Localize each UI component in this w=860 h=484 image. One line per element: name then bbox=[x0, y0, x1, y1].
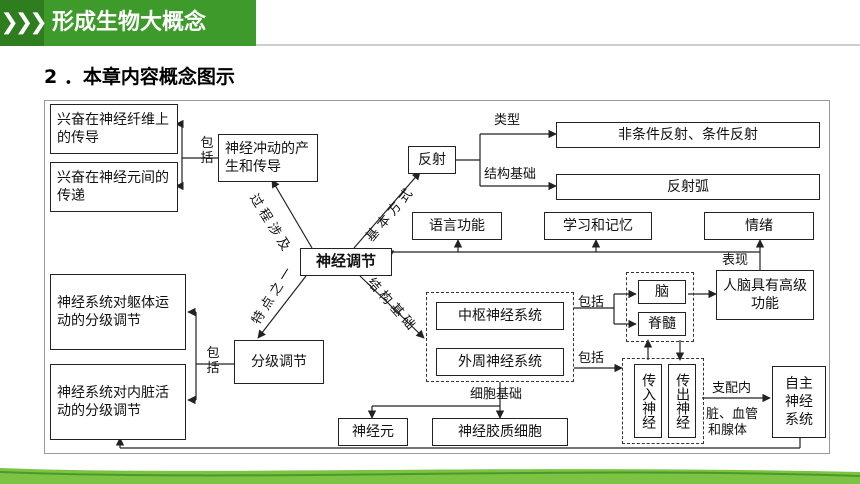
label-include-left: 包括 bbox=[206, 346, 220, 376]
node-center: 神经调节 bbox=[300, 248, 392, 276]
node-glia: 神经胶质细胞 bbox=[432, 418, 568, 446]
label-include-top: 包括 bbox=[200, 136, 214, 166]
label-manifest: 表现 bbox=[722, 253, 749, 268]
node-grading: 分级调节 bbox=[234, 340, 324, 384]
diagram-frame bbox=[44, 100, 830, 454]
pns-parts-group bbox=[622, 358, 704, 444]
label-include-cns: 包括 bbox=[578, 295, 605, 310]
node-neuron-transfer: 兴奋在神经元间的传递 bbox=[50, 162, 178, 212]
page-subtitle: 2 ．本章内容概念图示 bbox=[44, 66, 235, 88]
cns-parts-group bbox=[626, 272, 694, 342]
node-language: 语言功能 bbox=[412, 212, 502, 240]
header-bar: ❯❯❯ 形成生物大概念 bbox=[0, 0, 256, 46]
structure-group bbox=[426, 292, 574, 382]
node-efferent: 传出神经 bbox=[668, 364, 696, 438]
label-controls-2: 脏、血管 bbox=[706, 407, 759, 422]
node-neuron: 神经元 bbox=[338, 418, 408, 446]
label-controls-3: 和腺体 bbox=[708, 423, 748, 438]
node-reflex-arc: 反射弧 bbox=[556, 174, 820, 200]
node-reflex-types: 非条件反射、条件反射 bbox=[556, 122, 820, 148]
header-divider bbox=[256, 44, 860, 46]
label-type: 类型 bbox=[494, 113, 521, 128]
node-human-brain: 人脑具有高级功能 bbox=[716, 270, 814, 320]
node-spinal: 脊髓 bbox=[638, 312, 686, 336]
node-afferent: 传入神经 bbox=[634, 364, 662, 438]
label-controls-1: 支配内 bbox=[712, 381, 752, 396]
node-fiber: 兴奋在神经纤维上的传导 bbox=[50, 104, 178, 154]
header-title: 形成生物大概念 bbox=[52, 10, 207, 35]
node-reflex: 反射 bbox=[408, 146, 456, 174]
node-autonomic: 自主神经系统 bbox=[772, 366, 826, 438]
node-learning: 学习和记忆 bbox=[544, 212, 652, 240]
label-cell-basis: 细胞基础 bbox=[470, 387, 523, 402]
footer-wave bbox=[0, 468, 860, 484]
chevron-icon: ❯❯❯ bbox=[0, 0, 48, 46]
label-include-pns: 包括 bbox=[578, 351, 605, 366]
node-impulse: 神经冲动的产生和传导 bbox=[218, 134, 318, 182]
node-pns: 外周神经系统 bbox=[436, 348, 564, 376]
label-struct-basis: 结构基础 bbox=[484, 167, 537, 182]
node-emotion: 情绪 bbox=[704, 212, 814, 240]
node-cns: 中枢神经系统 bbox=[436, 302, 564, 330]
node-body-motion: 神经系统对躯体运动的分级调节 bbox=[50, 274, 186, 350]
node-brain: 脑 bbox=[638, 280, 686, 304]
node-visceral: 神经系统对内脏活动的分级调节 bbox=[50, 364, 186, 440]
